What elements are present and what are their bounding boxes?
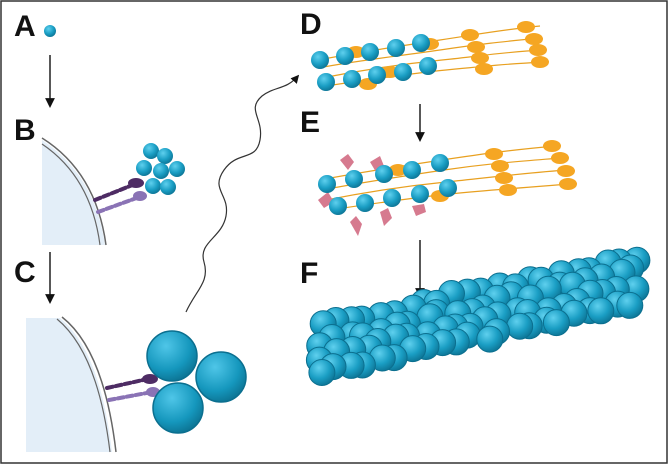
sphere-icon [419,57,437,75]
sphere-icon [169,161,185,177]
sphere-icon [317,73,335,91]
panel-c-receptor [105,374,160,402]
sphere-icon [143,143,159,159]
sphere-icon [375,165,393,183]
sphere-icon [587,297,615,325]
sphere-icon [329,197,347,215]
sphere-icon [361,43,379,61]
panel-label-a: A [14,10,36,43]
sphere-icon [412,34,430,52]
panel-d-fibril [311,21,549,91]
panel-e-fibril [318,140,577,236]
sphere-icon [157,148,173,164]
sphere-icon [356,194,374,212]
sphere-icon [616,291,644,319]
sphere-icon [411,185,429,203]
sphere-icon [311,51,329,69]
large-sphere-icon [152,382,204,434]
sphere-icon [439,179,457,197]
sphere-icon [368,66,386,84]
sphere-icon [153,163,169,179]
sphere-icon [318,175,336,193]
sphere-icon [394,63,412,81]
pink-particle-icon [380,208,392,226]
sphere-icon [403,161,421,179]
wavy-arrow-icon [185,74,300,313]
pink-particle-icon [350,216,362,236]
large-sphere-icon [146,330,198,382]
pink-particle-icon [340,154,354,170]
sphere-icon [343,70,361,88]
sphere-icon [387,39,405,57]
panel-b-oligomer [136,143,185,195]
panel-c-cell [26,316,117,453]
panel-c-large-spheres [146,330,247,434]
panel-label-d: D [300,8,322,41]
sphere-icon [542,309,570,337]
panel-label-c: C [14,256,36,289]
sphere-icon [160,179,176,195]
sphere-icon [383,189,401,207]
sphere-icon [145,178,161,194]
sphere-icon [476,325,504,353]
sphere-icon [336,47,354,65]
sphere-icon [308,359,336,386]
monomer-sphere-icon [44,25,56,37]
sphere-icon [345,170,363,188]
sphere-icon [506,312,534,340]
pink-particle-icon [412,204,426,216]
panel-b-cell [41,137,107,246]
panel-label-b: B [14,114,36,147]
large-sphere-icon [195,351,247,403]
panel-f-aggregate [305,246,651,386]
panel-label-f: F [300,257,318,290]
sphere-icon [136,160,152,176]
panel-b-receptor [93,178,147,214]
panel-label-e: E [300,106,320,139]
sphere-icon [431,154,449,172]
